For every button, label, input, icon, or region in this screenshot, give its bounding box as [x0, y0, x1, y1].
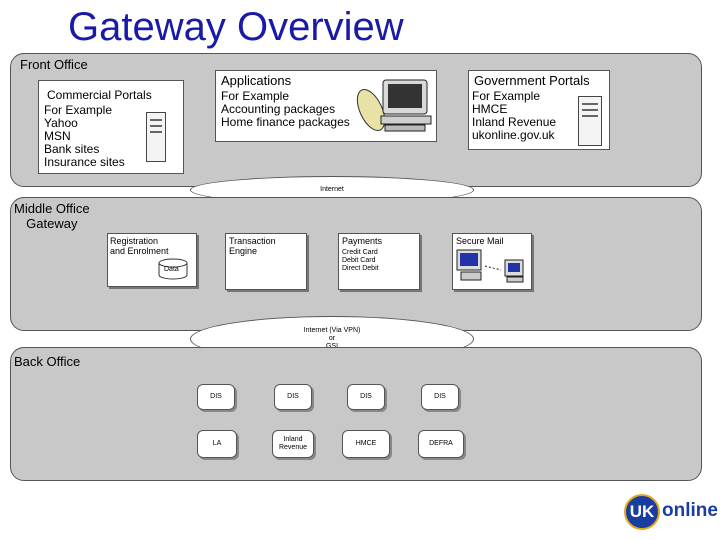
internet-cloud-label: Internet — [320, 186, 344, 193]
dis-node-2: DIS — [274, 384, 312, 410]
secure-mail-label: Secure Mail — [456, 236, 504, 246]
commercial-server-icon — [146, 112, 166, 162]
government-portals-heading: Government Portals — [474, 73, 590, 88]
desktop-computer-icon — [356, 79, 432, 132]
ukonline-logo-online: online — [662, 500, 718, 521]
dis-node-4: DIS — [421, 384, 459, 410]
database-label: Data — [164, 266, 179, 273]
applications-heading: Applications — [221, 73, 292, 88]
transaction-engine-label: Transaction Engine — [229, 236, 276, 256]
dis-node-1: DIS — [197, 384, 235, 410]
dept-node-la: LA — [197, 430, 237, 458]
payments-heading: Payments — [342, 236, 383, 246]
front-office-label: Front Office — [20, 57, 88, 72]
applications-list: For Example Accounting packages Home fin… — [221, 89, 350, 129]
dept-node-inland-revenue: Inland Revenue — [272, 430, 314, 458]
ukonline-logo-uk: UK — [629, 502, 655, 521]
page-title: Gateway Overview — [68, 5, 404, 49]
transaction-engine-box — [225, 233, 307, 290]
commercial-portals-heading: Commercial Portals — [47, 88, 152, 102]
government-server-icon — [578, 96, 602, 146]
ukonline-logo: UK online — [624, 492, 718, 534]
middle-office-label: Middle Office Gateway — [14, 201, 90, 231]
commercial-portals-list: For Example Yahoo MSN Bank sites Insuran… — [44, 103, 125, 169]
back-office-label: Back Office — [14, 354, 81, 369]
registration-label: Registration and Enrolment — [110, 236, 169, 256]
database-icon — [158, 258, 188, 280]
dis-node-3: DIS — [347, 384, 385, 410]
government-portals-list: For Example HMCE Inland Revenue ukonline… — [472, 89, 557, 142]
secure-mail-computers-icon — [456, 249, 524, 283]
payments-box — [338, 233, 420, 290]
payments-list: Credit Card Debit Card Direct Debit — [342, 249, 379, 272]
dept-node-defra: DEFRA — [418, 430, 464, 458]
back-office-band — [10, 347, 702, 481]
dept-node-hmce: HMCE — [342, 430, 390, 458]
vpn-cloud-label: Internet (Via VPN) or GSI — [303, 327, 361, 350]
ukonline-logo-ring: UK — [624, 494, 660, 530]
